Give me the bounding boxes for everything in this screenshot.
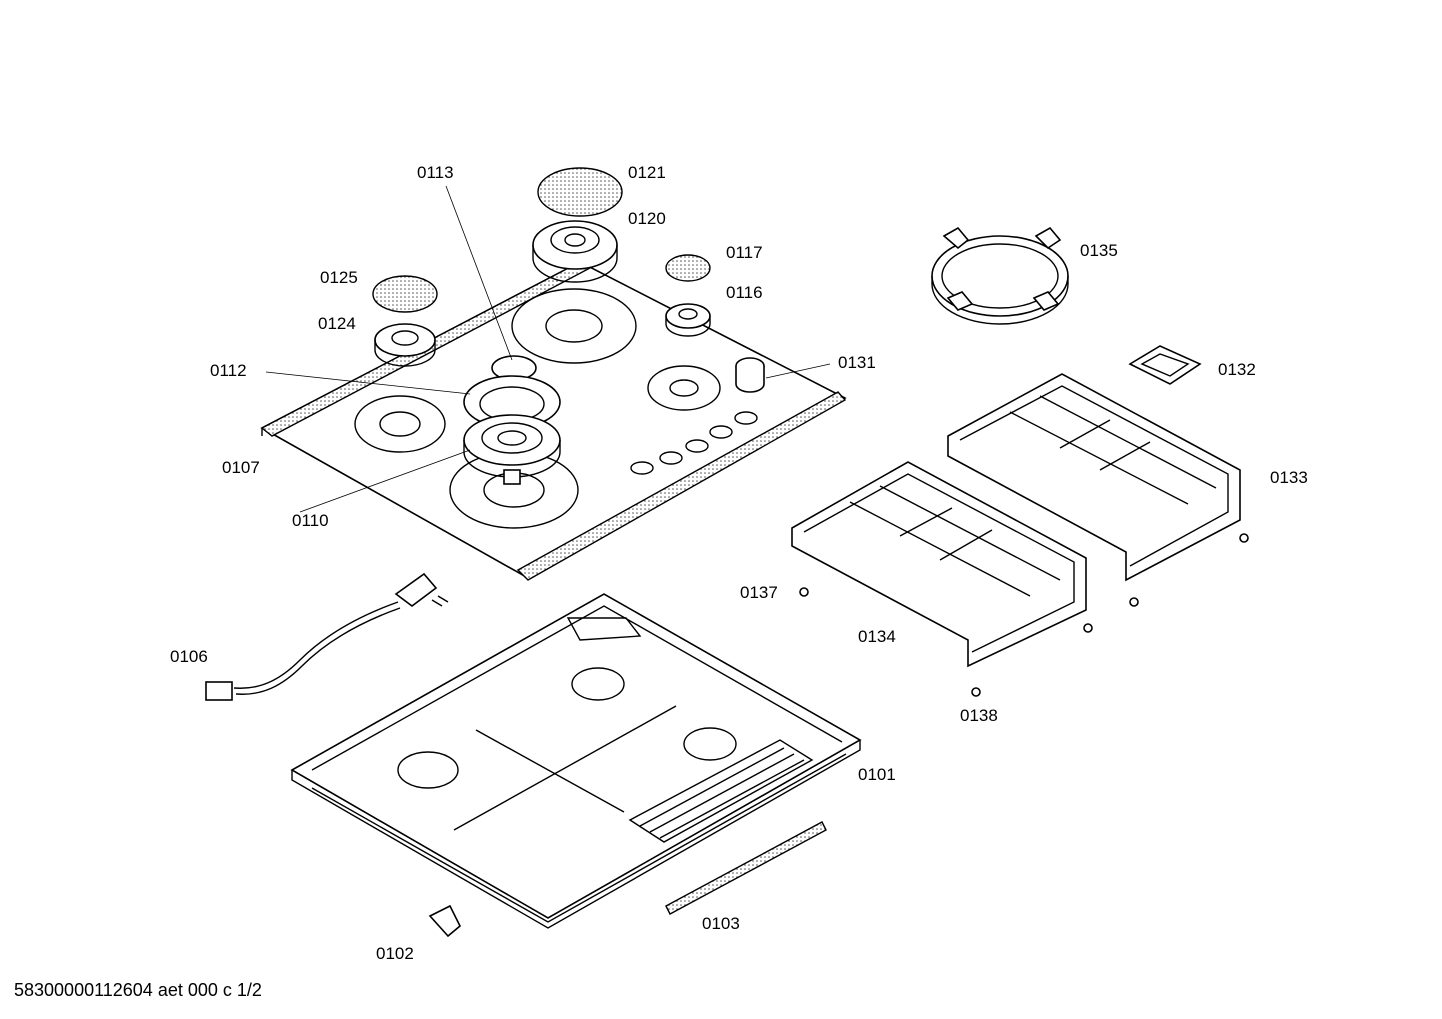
label-0124: 0124 bbox=[318, 314, 356, 333]
label-0112: 0112 bbox=[210, 361, 247, 380]
bottom-tray bbox=[290, 593, 862, 929]
label-0110: 0110 bbox=[292, 511, 329, 530]
label-0101: 0101 bbox=[858, 765, 896, 784]
document-footer-code: 58300000112604 aet 000 c 1/2 bbox=[14, 980, 262, 1000]
label-0103: 0103 bbox=[702, 914, 740, 933]
label-0132: 0132 bbox=[1218, 360, 1256, 379]
label-0107: 0107 bbox=[222, 458, 260, 477]
pan-support-left bbox=[791, 461, 1087, 668]
rubber-feet bbox=[799, 533, 1249, 697]
leader-lines bbox=[265, 185, 831, 513]
label-0106: 0106 bbox=[170, 647, 208, 666]
wok-burner-stack bbox=[463, 355, 561, 485]
large-burner-stack bbox=[532, 167, 623, 283]
control-knob bbox=[735, 357, 765, 393]
label-0131: 0131 bbox=[838, 353, 876, 372]
power-cord bbox=[205, 572, 449, 701]
simmer-plate bbox=[1128, 345, 1202, 385]
seal-strip bbox=[665, 821, 827, 915]
label-0116: 0116 bbox=[726, 283, 763, 302]
label-0113: 0113 bbox=[417, 163, 454, 182]
label-0121: 0121 bbox=[628, 163, 666, 182]
label-0137: 0137 bbox=[740, 583, 778, 602]
pan-support-right bbox=[947, 373, 1241, 582]
label-0125: 0125 bbox=[320, 268, 358, 287]
label-0138: 0138 bbox=[960, 706, 998, 725]
mounting-clip bbox=[428, 904, 461, 938]
cooktop-top-plate bbox=[260, 261, 847, 581]
label-0102: 0102 bbox=[376, 944, 414, 963]
label-0117: 0117 bbox=[726, 243, 763, 262]
label-0133: 0133 bbox=[1270, 468, 1308, 487]
label-0134: 0134 bbox=[858, 627, 896, 646]
wok-ring bbox=[931, 226, 1069, 325]
left-burner-stack bbox=[372, 275, 438, 367]
label-0120: 0120 bbox=[628, 209, 666, 228]
small-burner-stack bbox=[665, 254, 711, 337]
label-0135: 0135 bbox=[1080, 241, 1118, 260]
